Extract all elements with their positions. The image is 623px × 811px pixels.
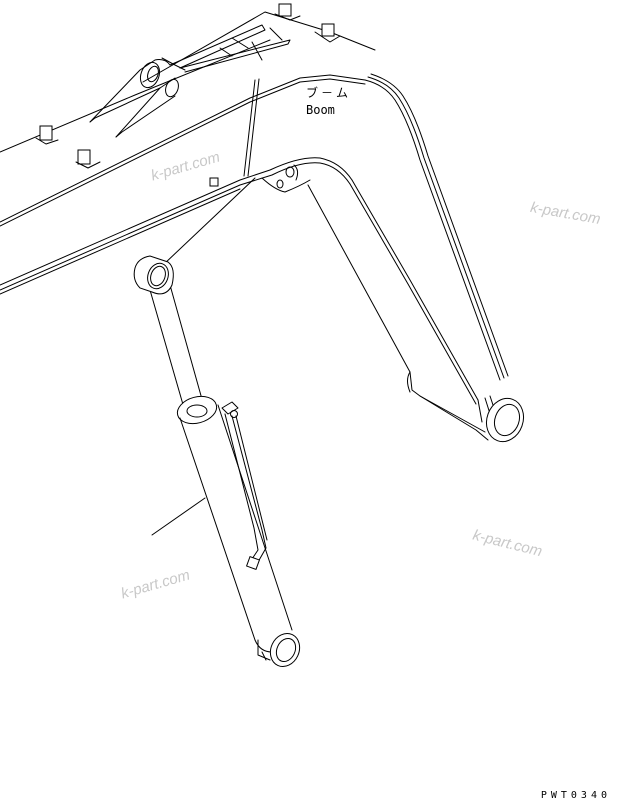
mounting-lugs xyxy=(35,3,341,187)
cylinder-hose xyxy=(221,401,268,571)
boom xyxy=(0,11,525,443)
leader-line-rod xyxy=(162,177,256,266)
lug-3 xyxy=(274,3,301,21)
part-label-english: Boom xyxy=(306,103,335,117)
lug-2 xyxy=(75,149,101,169)
boom-cylinder xyxy=(133,255,301,668)
boom-top-bracket xyxy=(89,24,291,138)
leader-line-tube xyxy=(151,497,206,536)
part-label-japanese: ブ－ム xyxy=(306,86,352,100)
lug-5 xyxy=(209,177,219,187)
figure-code: PWT0340 xyxy=(540,790,611,801)
lug-1 xyxy=(35,125,59,145)
lug-4 xyxy=(314,23,341,43)
